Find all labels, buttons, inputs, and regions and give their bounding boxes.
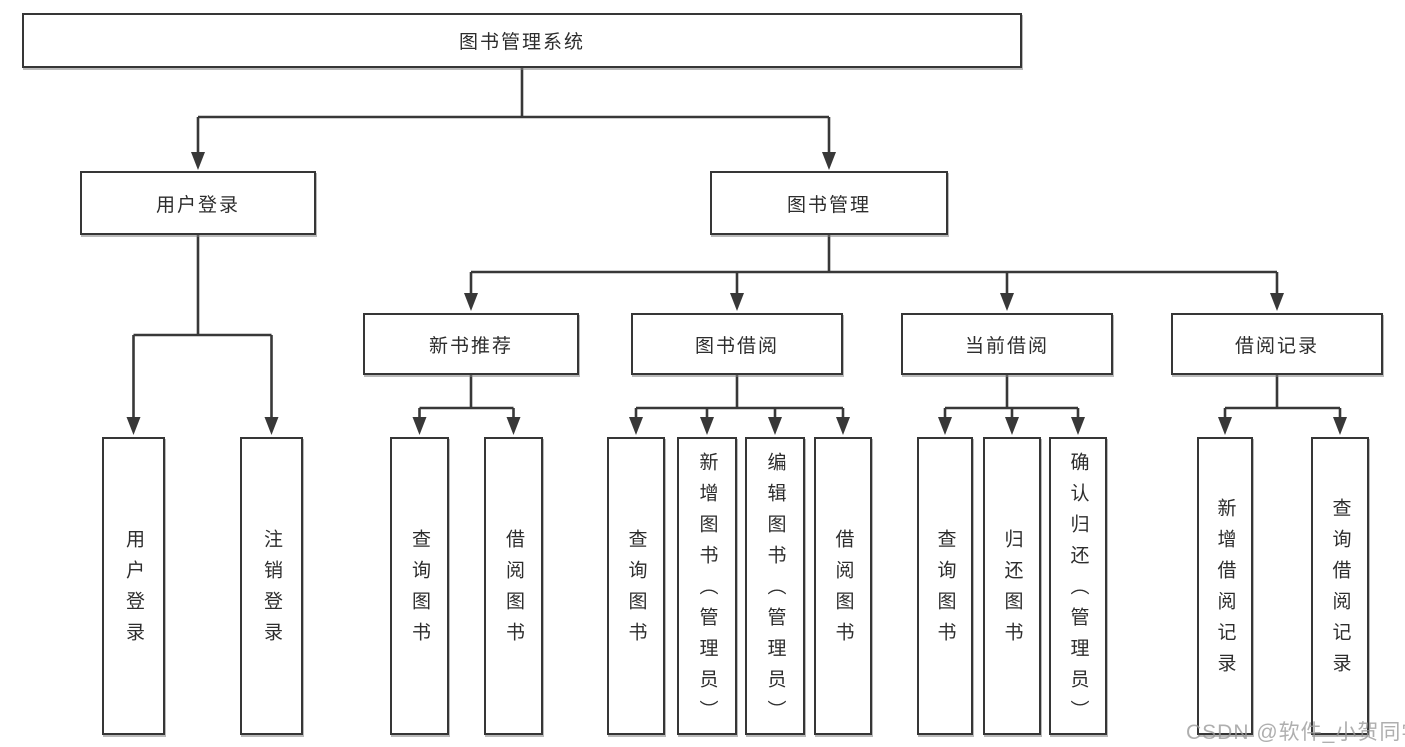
- leaf-user-login: 用户登录: [102, 437, 165, 735]
- node-borrow-records-label: 借阅记录: [1234, 335, 1319, 357]
- leaf-borrowing-edit-books-admin-label: 编辑图书（管理员）: [764, 451, 786, 731]
- leaf-current-confirm-return-admin: 确认归还（管理员）: [1049, 437, 1107, 735]
- node-new-book-recommend: 新书推荐: [363, 313, 579, 375]
- node-user-login-branch: 用户登录: [80, 171, 316, 235]
- leaf-current-query-books-label: 查询图书: [934, 529, 956, 653]
- csdn-watermark: CSDN @软件_小贺同学: [1186, 721, 1405, 744]
- leaf-borrowing-edit-books-admin: 编辑图书（管理员）: [745, 437, 805, 735]
- leaf-records-query-record-label: 查询借阅记录: [1329, 498, 1351, 684]
- leaf-recommend-query-books-label: 查询图书: [409, 529, 430, 653]
- leaf-user-login-label: 用户登录: [123, 529, 144, 653]
- leaf-current-return-books-label: 归还图书: [1001, 529, 1023, 653]
- node-library-system: 图书管理系统: [22, 13, 1022, 68]
- node-user-login-branch-label: 用户登录: [155, 194, 240, 216]
- node-new-book-recommend-label: 新书推荐: [428, 335, 513, 357]
- node-current-borrowing-label: 当前借阅: [964, 335, 1049, 357]
- leaf-borrowing-borrow-books: 借阅图书: [814, 437, 872, 735]
- arrow-down-icons: [126, 152, 1347, 435]
- leaf-logout-label: 注销登录: [261, 529, 282, 653]
- leaf-borrowing-borrow-books-label: 借阅图书: [832, 529, 854, 653]
- leaf-recommend-borrow-books: 借阅图书: [484, 437, 543, 735]
- leaf-borrowing-query-books: 查询图书: [607, 437, 665, 735]
- node-book-management-label: 图书管理: [786, 194, 871, 216]
- leaf-logout: 注销登录: [240, 437, 303, 735]
- leaf-records-add-record-label: 新增借阅记录: [1214, 498, 1236, 684]
- leaf-current-confirm-return-admin-label: 确认归还（管理员）: [1067, 451, 1089, 731]
- leaf-records-query-record: 查询借阅记录: [1311, 437, 1369, 735]
- node-borrow-records: 借阅记录: [1171, 313, 1383, 375]
- leaf-records-add-record: 新增借阅记录: [1197, 437, 1253, 735]
- leaf-recommend-borrow-books-label: 借阅图书: [503, 529, 524, 653]
- leaf-current-query-books: 查询图书: [917, 437, 973, 735]
- leaf-borrowing-add-books-admin: 新增图书（管理员）: [677, 437, 737, 735]
- node-book-borrowing: 图书借阅: [631, 313, 843, 375]
- leaf-current-return-books: 归还图书: [983, 437, 1041, 735]
- node-book-management: 图书管理: [710, 171, 948, 235]
- leaf-borrowing-query-books-label: 查询图书: [625, 529, 647, 653]
- leaf-recommend-query-books: 查询图书: [390, 437, 449, 735]
- node-library-system-label: 图书管理系统: [458, 32, 585, 53]
- node-book-borrowing-label: 图书借阅: [694, 335, 779, 357]
- node-current-borrowing: 当前借阅: [901, 313, 1113, 375]
- leaf-borrowing-add-books-admin-label: 新增图书（管理员）: [696, 451, 718, 731]
